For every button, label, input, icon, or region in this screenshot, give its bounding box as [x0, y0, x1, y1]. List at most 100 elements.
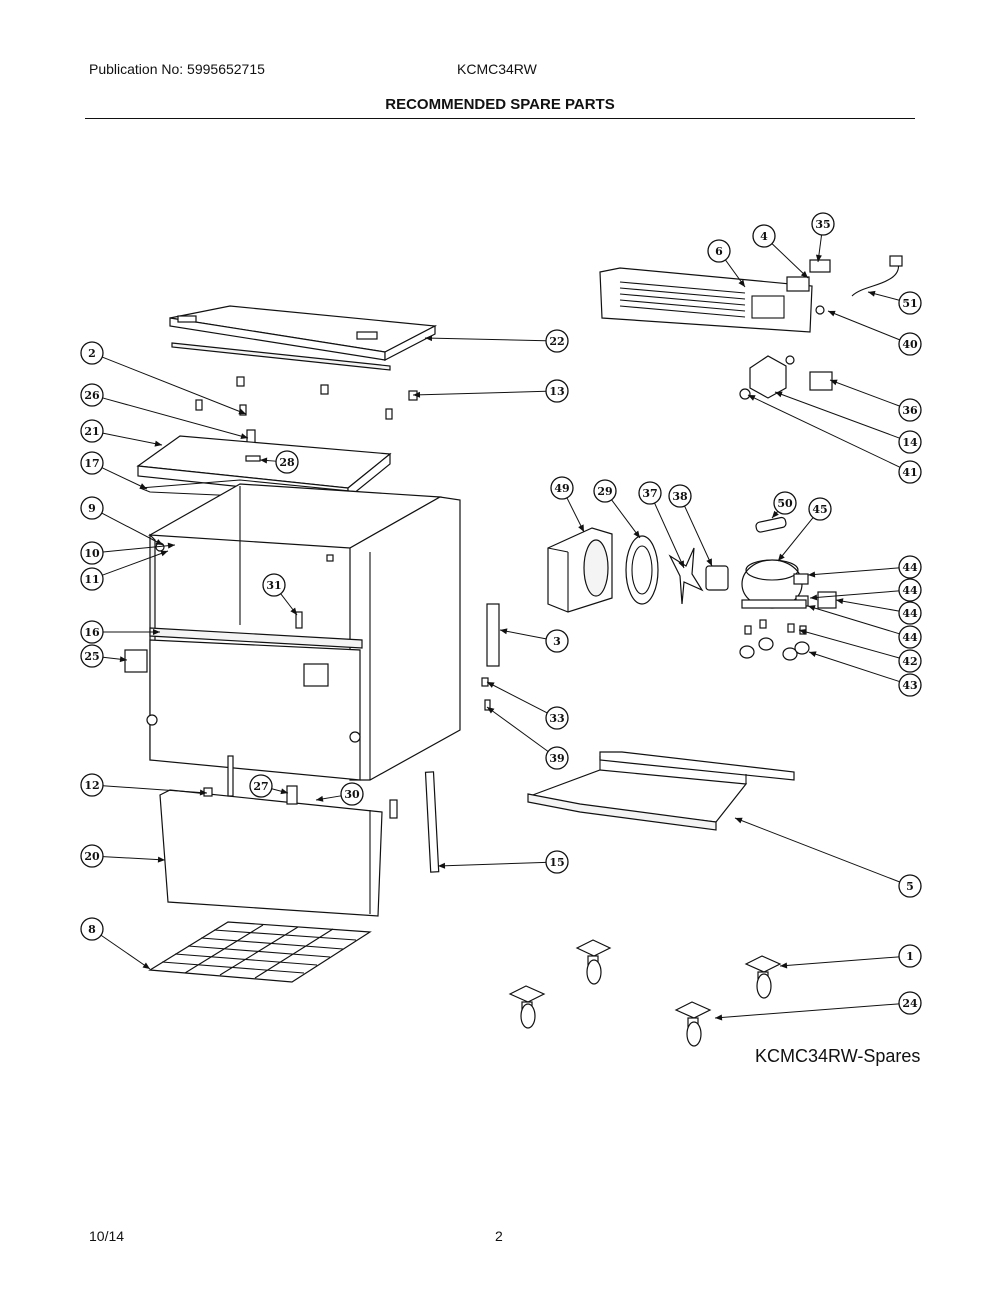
callout-arrowhead [316, 795, 324, 802]
callout-number: 41 [902, 466, 917, 479]
footer-date: 10/14 [89, 1228, 125, 1244]
callout-12: 12 [80, 773, 208, 797]
callout-circle [707, 239, 731, 263]
callout-arrowhead [808, 605, 816, 611]
callout-leader [101, 467, 148, 490]
page-number: 2 [495, 1228, 503, 1244]
callout-49: 49 [550, 476, 585, 533]
callout-8: 8 [80, 917, 151, 970]
callout-arrowhead [815, 254, 822, 262]
callout-number: 15 [549, 856, 564, 869]
callout-number: 9 [88, 502, 96, 515]
callout-circle [80, 383, 104, 407]
callout-leader [102, 432, 163, 446]
callout-44: 44 [809, 578, 922, 602]
callout-30: 30 [315, 782, 364, 806]
callout-circle [898, 332, 922, 356]
base-tray-drawing [527, 751, 795, 831]
callout-circle [898, 874, 922, 898]
callout-number: 51 [902, 297, 917, 310]
callout-45: 45 [777, 497, 832, 562]
callout-number: 44 [902, 561, 918, 574]
callout-circle [898, 601, 922, 625]
callout-24: 24 [714, 991, 922, 1021]
callout-43: 43 [808, 651, 922, 697]
callout-leader [102, 356, 247, 415]
callout-17: 17 [80, 451, 148, 490]
callout-circle [898, 398, 922, 422]
callout-leader [102, 550, 169, 576]
callout-circle [898, 460, 922, 484]
callout-35: 35 [811, 212, 835, 263]
callout-50: 50 [771, 491, 797, 519]
fan-shroud-drawing [625, 535, 659, 605]
callout-arrowhead [500, 628, 508, 635]
callout-arrowhead [799, 628, 807, 635]
callout-circle [898, 625, 922, 649]
hinge-brackets-drawing [195, 376, 418, 445]
callout-leader [829, 379, 900, 407]
callout-6: 6 [707, 239, 746, 288]
callout-circle [898, 291, 922, 315]
callout-1: 1 [779, 944, 922, 969]
callout-5: 5 [734, 817, 922, 898]
small-clip-drawing [484, 699, 491, 711]
callout-leader [808, 651, 900, 683]
callout-arrowhead [808, 571, 816, 578]
callout-circle [545, 329, 569, 353]
callout-circle [811, 212, 835, 236]
callout-40: 40 [827, 310, 922, 356]
callout-25: 25 [80, 644, 128, 668]
callout-44: 44 [807, 605, 922, 649]
callout-arrowhead [153, 629, 160, 635]
callout-arrowhead [775, 391, 783, 398]
callout-circle [808, 497, 832, 521]
callout-2: 2 [80, 341, 247, 415]
callout-number: 1 [906, 950, 914, 963]
callout-number: 37 [642, 487, 657, 500]
callout-20: 20 [80, 844, 166, 868]
callout-leader [412, 390, 547, 396]
door-strip-drawing [424, 771, 440, 873]
callout-arrowhead [425, 335, 433, 342]
callout-arrowhead [772, 510, 779, 518]
callout-circle [545, 746, 569, 770]
callout-circle [898, 944, 922, 968]
callout-22: 22 [424, 329, 569, 353]
callout-number: 39 [549, 752, 564, 765]
callout-leader [798, 629, 900, 659]
callout-arrowhead [809, 651, 817, 658]
callout-number: 3 [553, 635, 561, 648]
callout-number: 31 [266, 579, 281, 592]
callout-11: 11 [80, 550, 169, 591]
callout-leader [102, 856, 166, 861]
callout-number: 28 [279, 456, 295, 469]
callout-number: 2 [88, 347, 96, 360]
callout-39: 39 [486, 706, 569, 770]
callout-circle [898, 991, 922, 1015]
callout-leader [779, 956, 900, 967]
callout-41: 41 [747, 394, 922, 484]
callout-number: 44 [902, 584, 918, 597]
condenser-drawing [547, 527, 613, 613]
callout-number: 36 [902, 404, 918, 417]
callout-51: 51 [867, 290, 922, 315]
callout-leader [486, 706, 549, 752]
callout-number: 22 [549, 335, 564, 348]
callout-number: 21 [84, 425, 99, 438]
callout-number: 11 [84, 573, 99, 586]
header-rule [85, 118, 915, 119]
callout-leader [835, 599, 900, 612]
callout-29: 29 [593, 479, 641, 539]
callout-leader [809, 590, 900, 599]
callout-31: 31 [262, 573, 298, 616]
callout-circle [80, 644, 104, 668]
callout-21: 21 [80, 419, 163, 447]
callout-arrowhead [748, 395, 756, 401]
callout-arrowhead [868, 290, 876, 297]
callout-number: 29 [597, 485, 612, 498]
callout-number: 27 [253, 780, 268, 793]
callout-circle [80, 541, 104, 565]
callout-leader [100, 934, 151, 970]
